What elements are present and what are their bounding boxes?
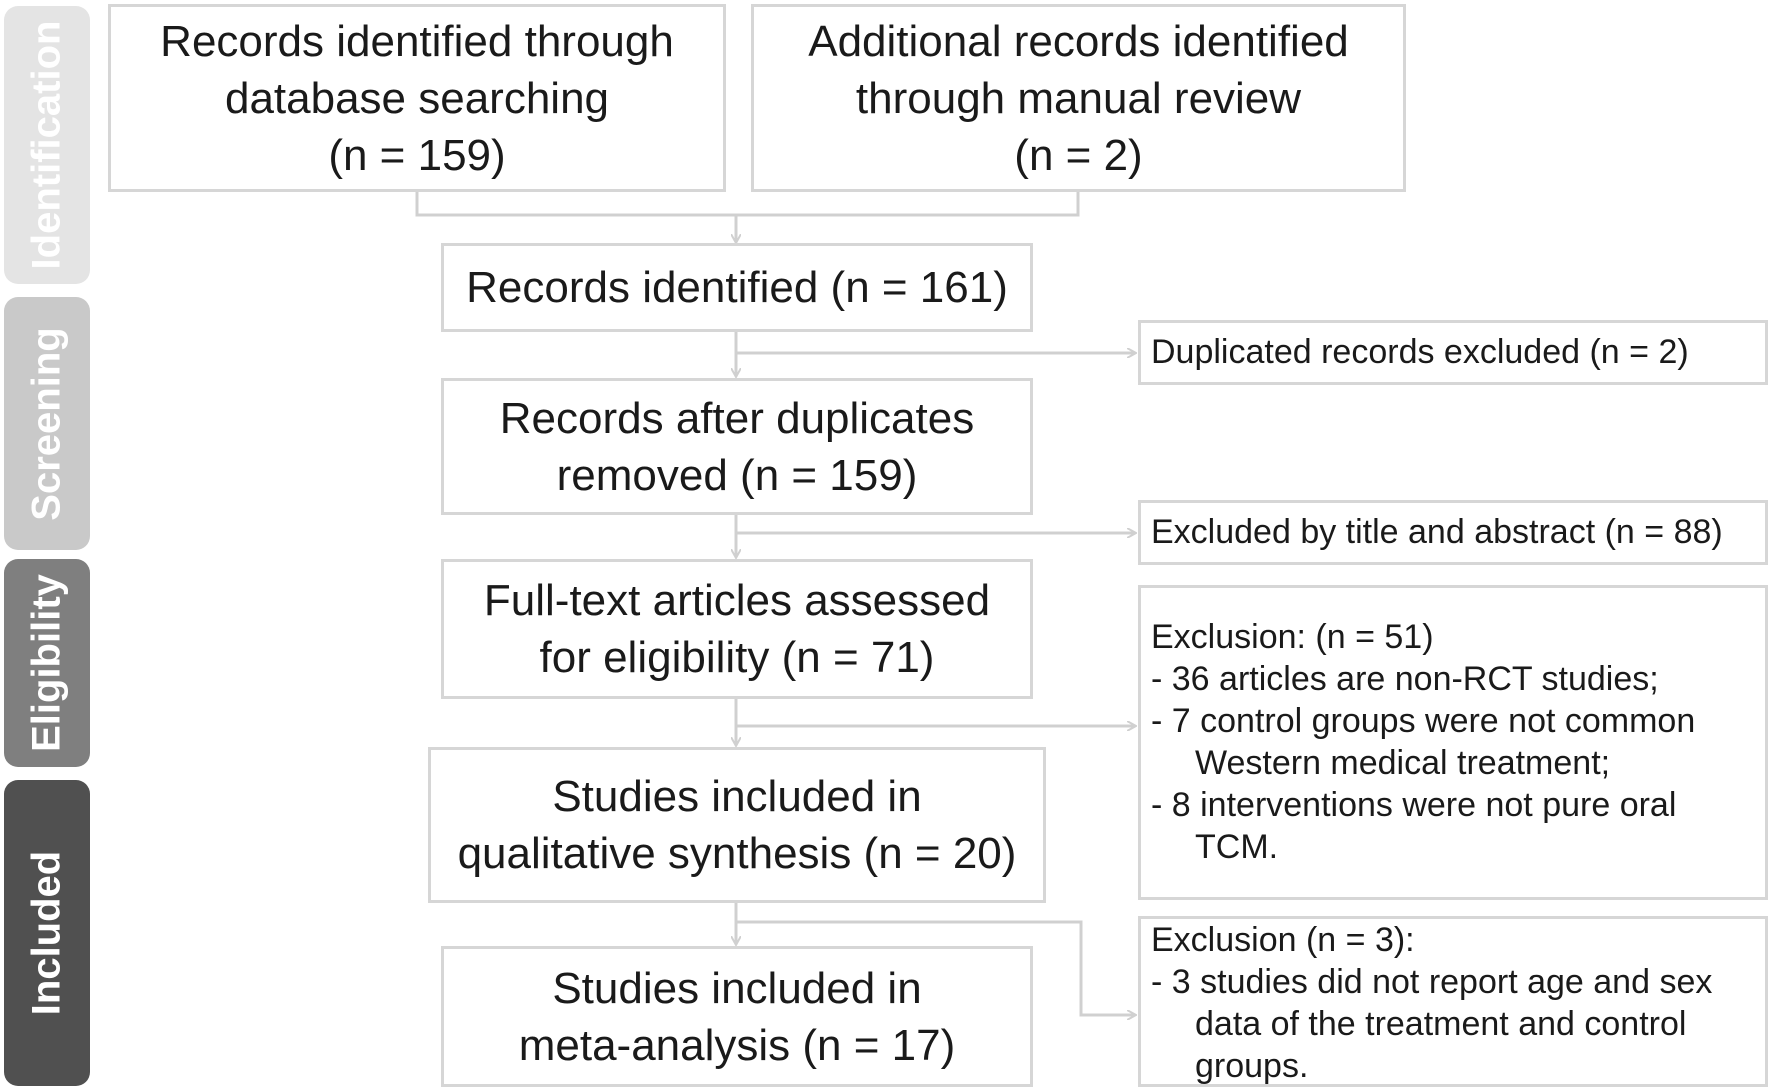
exclusion-reason: groups. (1195, 1047, 1309, 1085)
box-line: (n = 159) (328, 130, 506, 180)
phase-screening-label: Screening (24, 326, 69, 521)
phase-identification-label: Identification (24, 20, 69, 270)
exclusion-reason: data of the treatment and control (1195, 1005, 1687, 1043)
exclusion-text: Duplicated records excluded (n = 2) (1151, 333, 1689, 371)
exclusion-heading: Exclusion: (n = 51) (1151, 618, 1434, 656)
exclusion-reason: TCM. (1195, 828, 1279, 866)
box-line: through manual review (855, 73, 1302, 123)
box-line: qualitative synthesis (n = 20) (457, 829, 1017, 878)
phase-included: Included (4, 780, 90, 1086)
exclusion-heading: Exclusion (n = 3): (1151, 921, 1415, 959)
records-identified-box: Records identified (n = 161) (441, 243, 1033, 332)
exclusion-reason: - 3 studies did not report age and sex (1151, 963, 1713, 1001)
box-line: Records identified through (160, 16, 674, 66)
box-line: Full-text articles assessed (483, 576, 991, 625)
exclusion-reason: - 8 interventions were not pure oral (1151, 786, 1677, 824)
box-line: Records identified (n = 161) (466, 263, 1008, 312)
box-line: (n = 2) (1014, 130, 1143, 180)
phase-eligibility: Eligibility (4, 559, 90, 767)
database-search-box: Records identified through database sear… (108, 4, 726, 192)
box-line: removed (n = 159) (556, 450, 918, 500)
box-line: for eligibility (n = 71) (539, 633, 935, 682)
box-line: meta-analysis (n = 17) (518, 1020, 956, 1070)
merge-connector (415, 190, 1080, 217)
exclusion-51-box: Exclusion: (n = 51) - 36 articles are no… (1138, 585, 1768, 900)
qualitative-synthesis-box: Studies included in qualitative synthesi… (428, 747, 1046, 903)
exclusion-reason: Western medical treatment; (1195, 744, 1611, 782)
box-line: Studies included in (552, 772, 922, 821)
meta-analysis-box: Studies included in meta-analysis (n = 1… (441, 946, 1033, 1087)
phase-included-label: Included (24, 850, 69, 1016)
title-abstract-excluded-box: Excluded by title and abstract (n = 88) (1138, 500, 1768, 565)
box-line: Records after duplicates (499, 393, 975, 443)
exclusion-reason: - 36 articles are non-RCT studies; (1151, 660, 1659, 698)
box-line: Additional records identified (808, 16, 1349, 66)
box-line: Studies included in (552, 963, 922, 1013)
exclusion-3-box: Exclusion (n = 3): - 3 studies did not r… (1138, 916, 1768, 1087)
phase-identification: Identification (4, 6, 90, 284)
box-line: database searching (224, 73, 610, 123)
full-text-box: Full-text articles assessed for eligibil… (441, 559, 1033, 699)
manual-review-box: Additional records identified through ma… (751, 4, 1406, 192)
phase-screening: Screening (4, 297, 90, 550)
exclusion-reason: - 7 control groups were not common (1151, 702, 1696, 740)
after-duplicates-box: Records after duplicates removed (n = 15… (441, 378, 1033, 515)
arrow-to-exclusion-3 (736, 920, 1135, 1015)
duplicates-excluded-box: Duplicated records excluded (n = 2) (1138, 320, 1768, 385)
exclusion-text: Excluded by title and abstract (n = 88) (1151, 513, 1723, 551)
phase-eligibility-label: Eligibility (24, 574, 69, 752)
